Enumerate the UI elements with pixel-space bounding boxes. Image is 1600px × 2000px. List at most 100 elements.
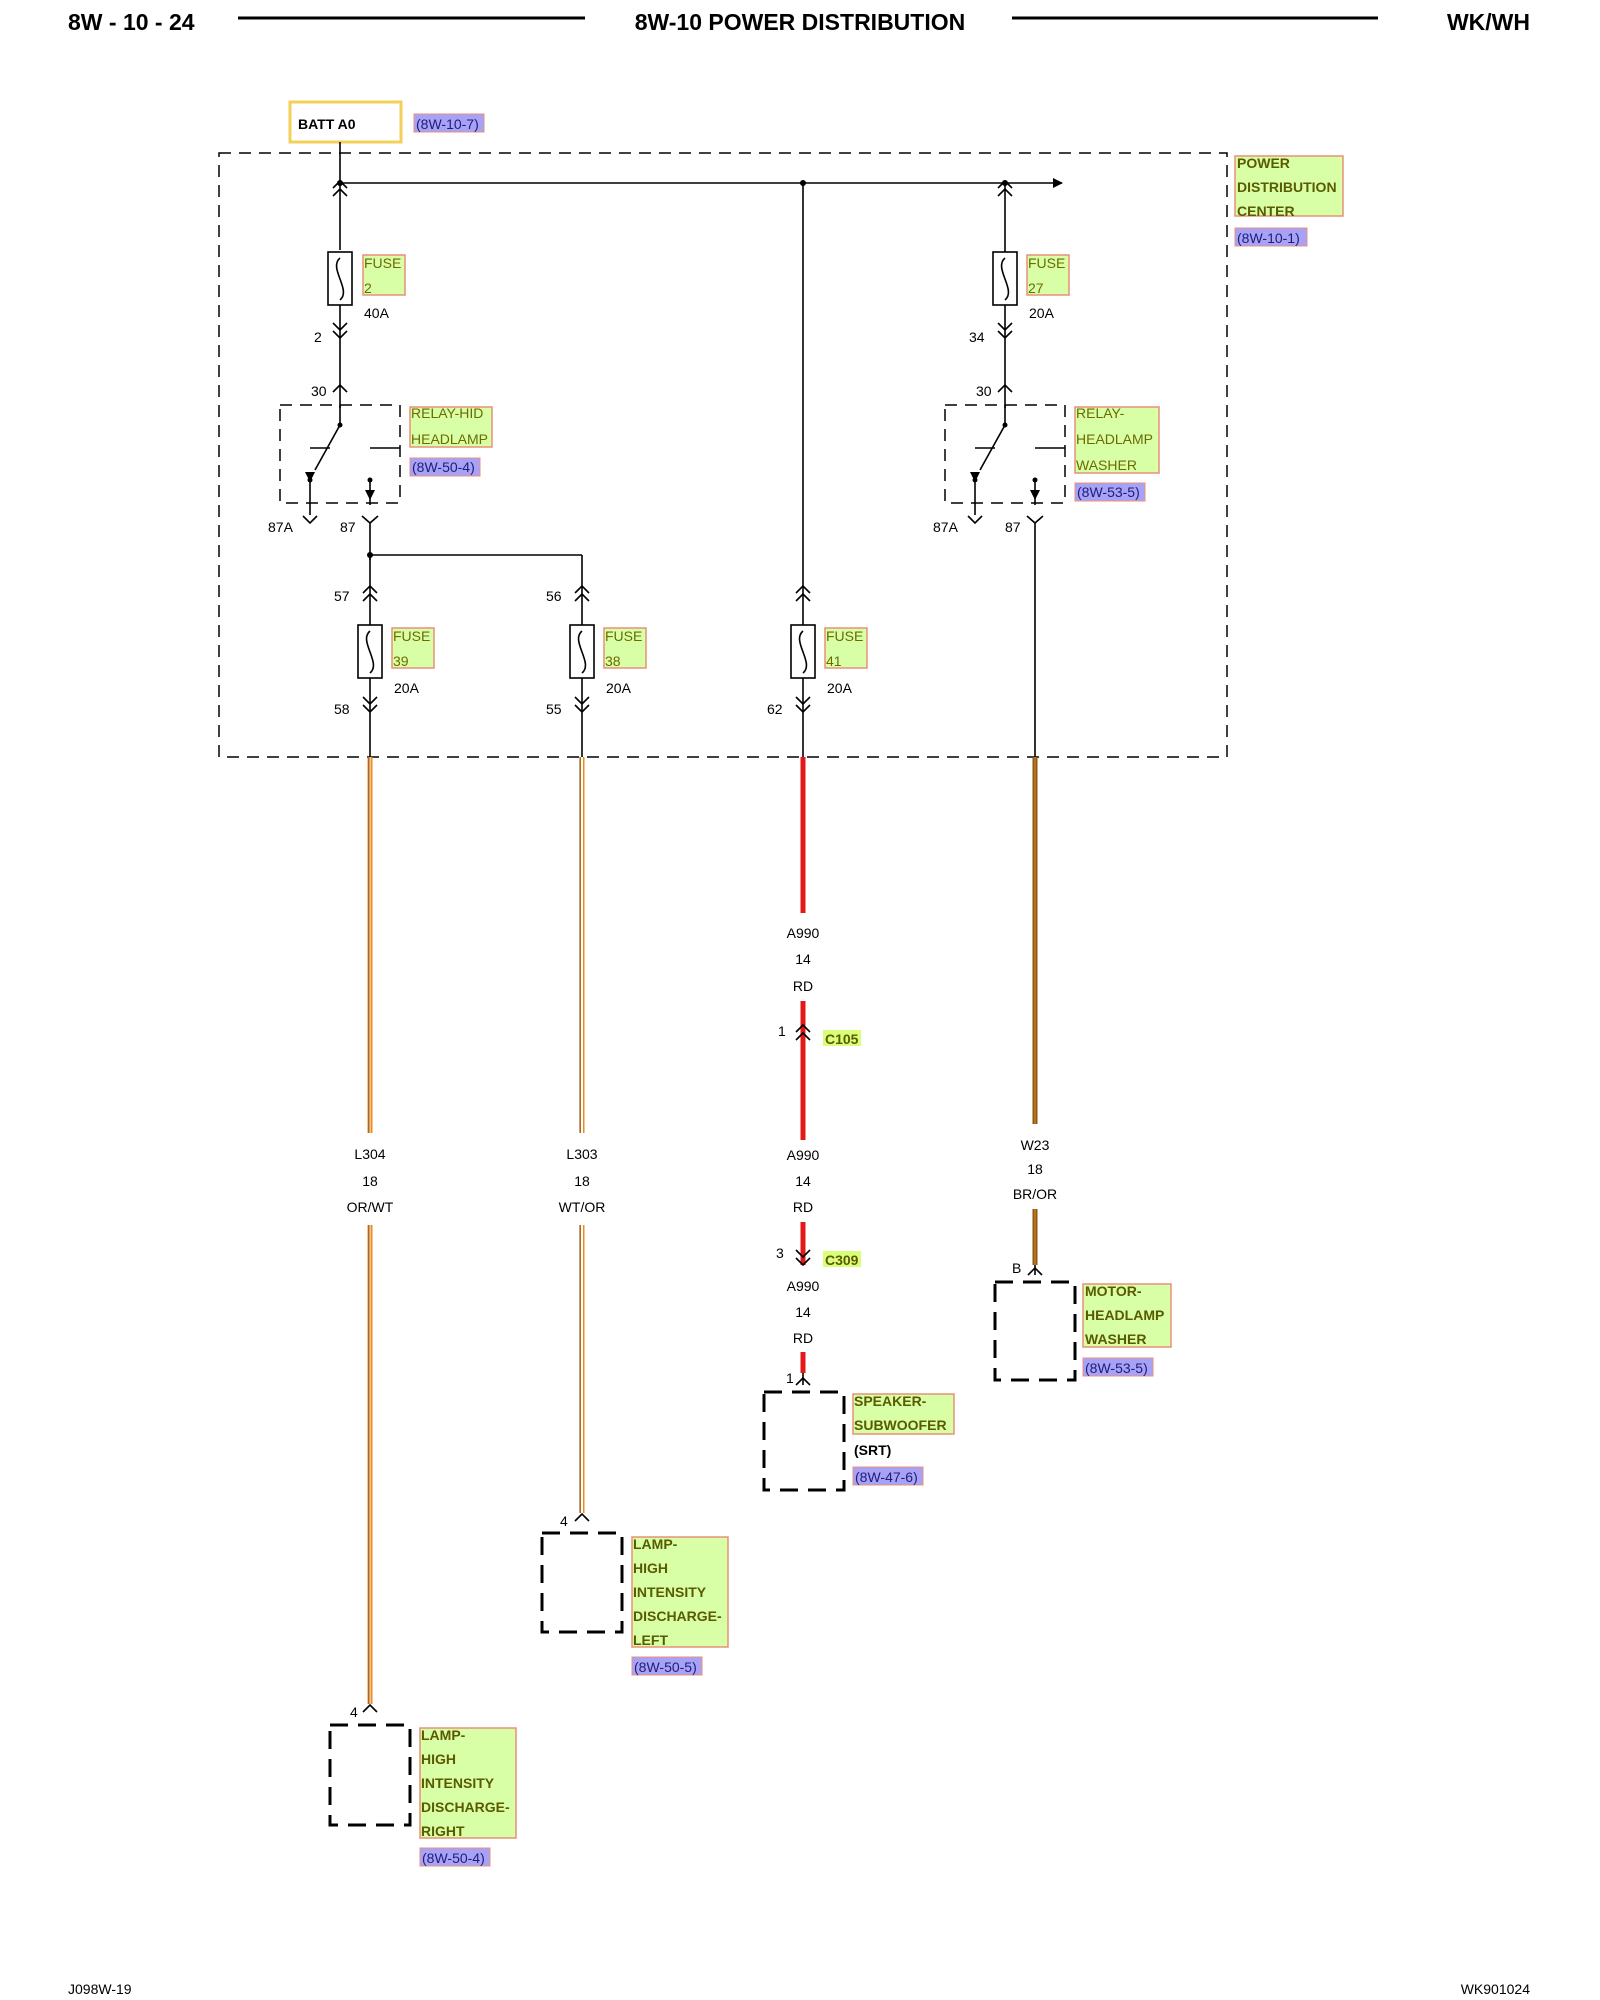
connector-symbol: [362, 696, 378, 714]
relay-hid-pin-87: 87: [340, 519, 356, 535]
wire-w23-gauge: 18: [1027, 1161, 1043, 1177]
connector-symbol: [1027, 1266, 1043, 1276]
relay-hid-pin-87a: 87A: [268, 519, 294, 535]
connector-symbol: [967, 515, 983, 525]
wire-w23-circuit: W23: [1021, 1137, 1050, 1153]
footer-right-code: WK901024: [1461, 1981, 1530, 1997]
fuse-38-pin-out: 55: [546, 701, 562, 717]
fuse-27-number: 27: [1028, 280, 1044, 296]
subwoofer-ref[interactable]: (8W-47-6): [855, 1469, 918, 1485]
lamp-left-pin: 4: [560, 1513, 568, 1529]
relay-hid-headlamp: 30 87A 87 RELAY-HID HEADLAMP (8W-50-4): [268, 383, 493, 560]
fuse-38-word: FUSE: [605, 628, 642, 644]
connector-symbol: [795, 584, 811, 602]
connector-c309-name[interactable]: C309: [825, 1252, 859, 1268]
wire-a990-3-circuit: A990: [787, 1278, 820, 1294]
wire-a990-1-gauge: 14: [795, 951, 811, 967]
wire-a990-1-color: RD: [793, 978, 813, 994]
fuse-2-number: 2: [364, 280, 372, 296]
subwoofer-pin: 1: [786, 1370, 794, 1386]
pdc-label: POWER DISTRIBUTION CENTER (8W-10-1): [1234, 155, 1344, 247]
fuse-27-pin-out: 34: [969, 329, 985, 345]
pdc-label-line2: DISTRIBUTION: [1237, 179, 1337, 195]
connector-c105-name[interactable]: C105: [825, 1031, 859, 1047]
connector-symbol: [574, 696, 590, 714]
subwoofer-variant: (SRT): [854, 1442, 891, 1458]
wire-w23-color: BR/OR: [1013, 1186, 1057, 1202]
lamp-left-label-line2: HIGH: [633, 1560, 668, 1576]
footer-left-code: J098W-19: [68, 1981, 132, 1997]
lamp-left-label-line3: INTENSITY: [633, 1584, 707, 1600]
lamp-hid-left: 4 LAMP- HIGH INTENSITY DISCHARGE- LEFT (…: [540, 1513, 729, 1676]
vehicle-model: WK/WH: [1447, 9, 1530, 35]
lamp-right-ref[interactable]: (8W-50-4): [422, 1850, 485, 1866]
fuse-2-branch: 2 40A FUSE 2: [314, 179, 406, 408]
wire-l304: L304 18 OR/WT: [347, 757, 394, 1713]
relay-headlamp-washer: 30 87A 87 RELAY- HEADLAMP WASHER (8W-53-…: [933, 383, 1160, 757]
wire-l304-color: OR/WT: [347, 1199, 394, 1215]
fuse-27-branch: 34 20A FUSE 27: [969, 179, 1070, 408]
lamp-right-pin: 4: [350, 1704, 358, 1720]
motor-ref[interactable]: (8W-53-5): [1085, 1360, 1148, 1376]
fuse-38-pin-in: 56: [546, 588, 562, 604]
subwoofer-label-line1: SPEAKER-: [854, 1393, 927, 1409]
relay-hid-label-line1: RELAY-HID: [411, 405, 483, 421]
fuse-41-word: FUSE: [826, 628, 863, 644]
connector-symbol: [1026, 515, 1044, 757]
fuse-39-branch: 57 58 20A FUSE 39: [334, 584, 435, 757]
connector-symbol: [574, 584, 590, 602]
connector-symbol: [332, 322, 348, 340]
relay-hid-label-line2: HEADLAMP: [411, 431, 488, 447]
motor-label-line3: WASHER: [1085, 1331, 1146, 1347]
connector-symbol: [795, 1376, 811, 1386]
fuse-2-word: FUSE: [364, 255, 401, 271]
relay-washer-label-line1: RELAY-: [1076, 405, 1125, 421]
lamp-left-label-line5: LEFT: [633, 1632, 668, 1648]
fuse-38-branch: 56 55 20A FUSE 38: [546, 584, 647, 757]
connector-symbol: [332, 179, 348, 197]
connector-symbol: [795, 1023, 811, 1041]
lamp-left-ref[interactable]: (8W-50-5): [634, 1659, 697, 1675]
battery-source-ref[interactable]: (8W-10-7): [416, 116, 479, 132]
fuse-39-number: 39: [393, 653, 409, 669]
wire-w23: W23 18 BR/OR: [1013, 757, 1057, 1276]
lamp-hid-right: 4 LAMP- HIGH INTENSITY DISCHARGE- RIGHT …: [328, 1704, 517, 1867]
connector-c309-pin: 3: [776, 1245, 784, 1261]
pdc-ref[interactable]: (8W-10-1): [1237, 230, 1300, 246]
connector-symbol: [332, 383, 348, 393]
connector-symbol: [574, 1512, 590, 1522]
fuse-39-rating: 20A: [394, 680, 420, 696]
wire-a990-2-color: RD: [793, 1199, 813, 1215]
wire-l304-circuit: L304: [354, 1146, 385, 1162]
connector-symbol: [302, 515, 318, 525]
relay-hid-pin-30: 30: [311, 383, 327, 399]
lamp-right-label-line1: LAMP-: [421, 1727, 466, 1743]
relay-washer-label-line3: WASHER: [1076, 457, 1137, 473]
motor-label-line1: MOTOR-: [1085, 1283, 1142, 1299]
fuse-27-word: FUSE: [1028, 255, 1065, 271]
fuse-39-pin-out: 58: [334, 701, 350, 717]
connector-symbol: [997, 383, 1013, 393]
wire-a990-2-gauge: 14: [795, 1173, 811, 1189]
fuse-41-pin-out: 62: [767, 701, 783, 717]
motor-label-line2: HEADLAMP: [1085, 1307, 1164, 1323]
speaker-subwoofer: 1 SPEAKER- SUBWOOFER (SRT) (8W-47-6): [762, 1370, 955, 1492]
lamp-left-label-line4: DISCHARGE-: [633, 1608, 722, 1624]
motor-headlamp-washer: B MOTOR- HEADLAMP WASHER (8W-53-5): [993, 1260, 1172, 1382]
fuse-38-number: 38: [605, 653, 621, 669]
page-number: 8W - 10 - 24: [68, 9, 195, 35]
wire-a990-3-gauge: 14: [795, 1304, 811, 1320]
page-footer: J098W-19 WK901024: [68, 1981, 1530, 1997]
lamp-right-label-line4: DISCHARGE-: [421, 1799, 510, 1815]
pdc-label-line1: POWER: [1237, 155, 1290, 171]
connector-symbol: [362, 1703, 378, 1713]
battery-source-label: BATT A0: [298, 116, 356, 132]
fuse-27-rating: 20A: [1029, 305, 1055, 321]
fuse-39-pin-in: 57: [334, 588, 350, 604]
fuse-2-pin-out: 2: [314, 329, 322, 345]
fuse-39-word: FUSE: [393, 628, 430, 644]
relay-washer-ref[interactable]: (8W-53-5): [1077, 484, 1140, 500]
wire-l303-circuit: L303: [566, 1146, 597, 1162]
relay-hid-ref[interactable]: (8W-50-4): [412, 459, 475, 475]
wire-a990: A990 14 RD 1 C105 A990 14 RD 3 C309 A990…: [776, 757, 861, 1386]
